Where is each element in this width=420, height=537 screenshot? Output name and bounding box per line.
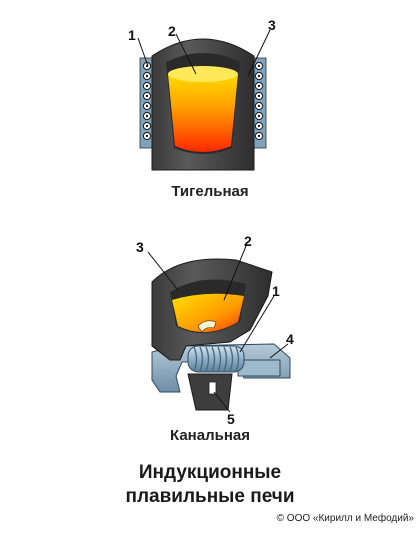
- main-title-line-1: Индукционные: [138, 462, 282, 483]
- main-title-line-2: плавильные печи: [125, 486, 295, 507]
- crucible-caption: Тигельная: [171, 183, 249, 200]
- coil-turn-core: [145, 114, 149, 118]
- channel-leader-3: [147, 251, 179, 291]
- channel-leader-1: [239, 295, 275, 353]
- coil-turn-core: [257, 94, 261, 98]
- channel-furnace: 3 2 1 4 5: [136, 233, 294, 427]
- channel-coil: [187, 345, 245, 373]
- crucible-leader-1: [137, 37, 149, 67]
- crucible-label-1: 1: [128, 27, 136, 43]
- channel-label-1: 1: [272, 283, 280, 299]
- coil-turn-core: [257, 134, 261, 138]
- channel-label-5: 5: [227, 411, 235, 427]
- coil-turn-core: [145, 134, 149, 138]
- coil-turn-core: [257, 64, 261, 68]
- channel-coil-turn: [235, 346, 240, 372]
- channel-leader-4: [269, 343, 289, 359]
- channel-leader-2: [223, 245, 247, 301]
- coil-turn-core: [145, 84, 149, 88]
- channel-coil-turn: [217, 346, 222, 372]
- channel-coil-turn: [205, 346, 210, 372]
- crucible-leader-3: [247, 29, 271, 77]
- coil-turn-core: [145, 74, 149, 78]
- crucible-furnace: 1 2 3: [128, 17, 276, 171]
- crucible-label-2: 2: [168, 23, 176, 39]
- crucible-left-coil: [139, 57, 155, 149]
- coil-turn-core: [257, 104, 261, 108]
- channel-coil-turn: [223, 346, 228, 372]
- coil-turn-core: [145, 94, 149, 98]
- channel-coil-turn: [193, 346, 198, 372]
- channel-label-2: 2: [244, 233, 252, 249]
- channel-caption: Канальная: [170, 427, 250, 444]
- copyright-notice: © ООО «Кирилл и Мефодий»: [276, 513, 414, 524]
- crucible-right-coil: [251, 57, 267, 149]
- crucible-leader-2: [175, 33, 197, 75]
- crucible-melt-surface: [168, 66, 238, 82]
- channel-coil-turn: [229, 346, 234, 372]
- crucible-melt: [168, 68, 238, 152]
- coil-turn-core: [257, 84, 261, 88]
- coil-turn-core: [145, 104, 149, 108]
- crucible-label-3: 3: [268, 17, 276, 33]
- coil-turn-core: [257, 124, 261, 128]
- channel-label-3: 3: [136, 239, 144, 255]
- coil-turn-core: [257, 114, 261, 118]
- channel-coil-turn: [199, 346, 204, 372]
- channel-melt-slot: [197, 320, 217, 333]
- channel-melt: [172, 293, 244, 333]
- channel-label-4: 4: [286, 331, 294, 347]
- coil-turn-core: [257, 74, 261, 78]
- channel-coil-turn: [211, 346, 216, 372]
- channel-leader-5: [213, 391, 231, 413]
- channel-pillar-slot: [208, 381, 217, 395]
- coil-turn-core: [145, 124, 149, 128]
